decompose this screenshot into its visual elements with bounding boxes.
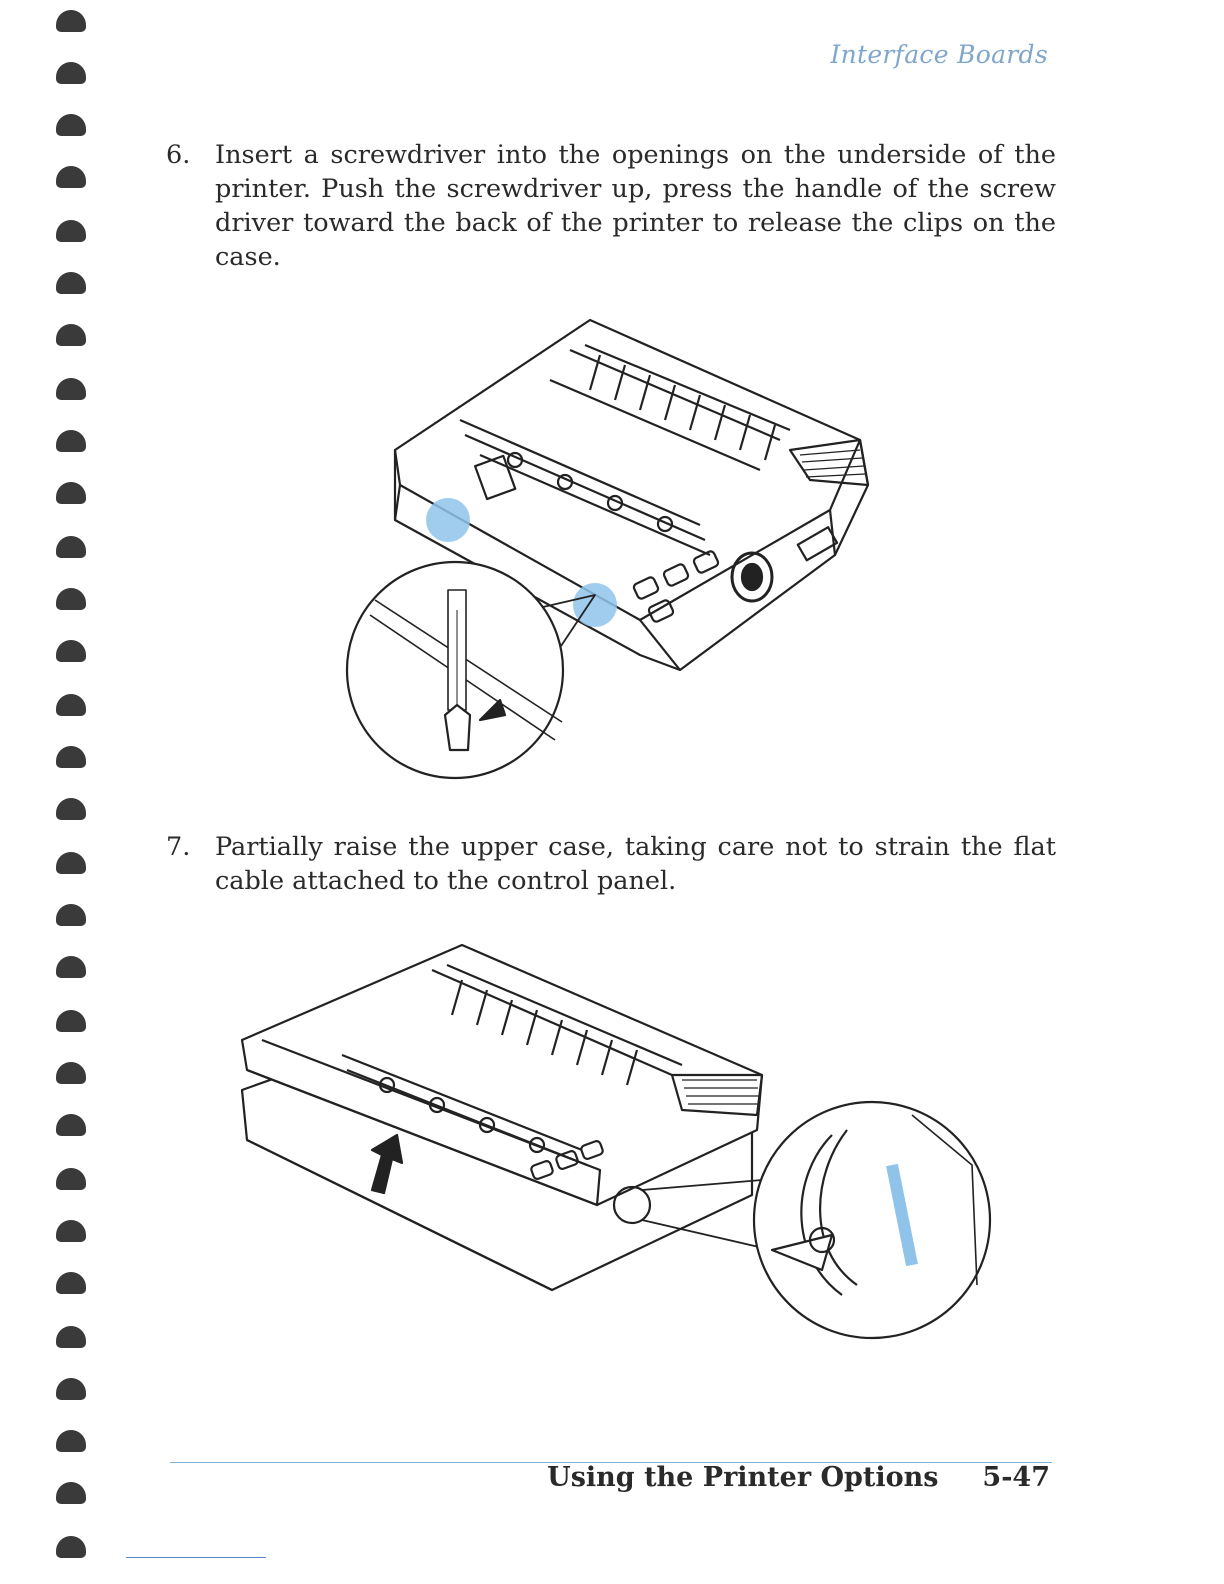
binding-hole bbox=[56, 1482, 86, 1504]
binding-hole bbox=[56, 904, 86, 926]
binding-hole bbox=[56, 746, 86, 768]
footer-section-title: Using the Printer Options bbox=[547, 1462, 939, 1493]
binding-hole bbox=[56, 378, 86, 400]
binding-hole bbox=[56, 1010, 86, 1032]
printer-illustration bbox=[240, 943, 764, 1292]
binding-hole bbox=[56, 62, 86, 84]
binding-hole bbox=[56, 272, 86, 294]
binding-hole bbox=[56, 798, 86, 820]
spiral-binding bbox=[56, 0, 116, 1584]
opening-highlight bbox=[426, 498, 470, 542]
binding-hole bbox=[56, 1430, 86, 1452]
binding-hole bbox=[56, 536, 86, 558]
page-number: 5-47 bbox=[982, 1462, 1050, 1493]
binding-hole bbox=[56, 1272, 86, 1294]
binding-hole bbox=[56, 852, 86, 874]
binding-hole bbox=[56, 1326, 86, 1348]
binding-hole bbox=[56, 1536, 86, 1558]
step-text: Partially raise the upper case, taking c… bbox=[215, 832, 1056, 896]
figure-printer-screwdriver bbox=[345, 318, 870, 780]
scan-mark bbox=[126, 1557, 266, 1558]
binding-hole bbox=[56, 640, 86, 662]
cable-detail-callout bbox=[641, 1100, 992, 1340]
binding-hole bbox=[56, 1220, 86, 1242]
binding-hole bbox=[56, 220, 86, 242]
running-head: Interface Boards bbox=[830, 40, 1048, 69]
binding-hole bbox=[56, 694, 86, 716]
binding-hole bbox=[56, 482, 86, 504]
binding-hole bbox=[56, 956, 86, 978]
footer-rule bbox=[170, 1462, 1052, 1463]
step-7: 7. Partially raise the upper case, takin… bbox=[166, 830, 1056, 898]
binding-hole bbox=[56, 430, 86, 452]
screwdriver-detail-callout bbox=[345, 560, 596, 780]
binding-hole bbox=[56, 1114, 86, 1136]
step-6: 6. Insert a screwdriver into the opening… bbox=[166, 138, 1056, 274]
binding-hole bbox=[56, 1168, 86, 1190]
figure-raised-upper-case bbox=[240, 943, 992, 1340]
binding-hole bbox=[56, 588, 86, 610]
step-text: Insert a screwdriver into the openings o… bbox=[215, 140, 1056, 272]
opening-highlight bbox=[573, 583, 617, 627]
binding-hole bbox=[56, 10, 86, 32]
binding-hole bbox=[56, 114, 86, 136]
page-footer: Using the Printer Options 5-47 bbox=[547, 1462, 1050, 1493]
step-number: 7. bbox=[166, 832, 191, 862]
step-number: 6. bbox=[166, 140, 191, 170]
binding-hole bbox=[56, 1062, 86, 1084]
binding-hole bbox=[56, 324, 86, 346]
binding-hole bbox=[56, 1378, 86, 1400]
binding-hole bbox=[56, 166, 86, 188]
